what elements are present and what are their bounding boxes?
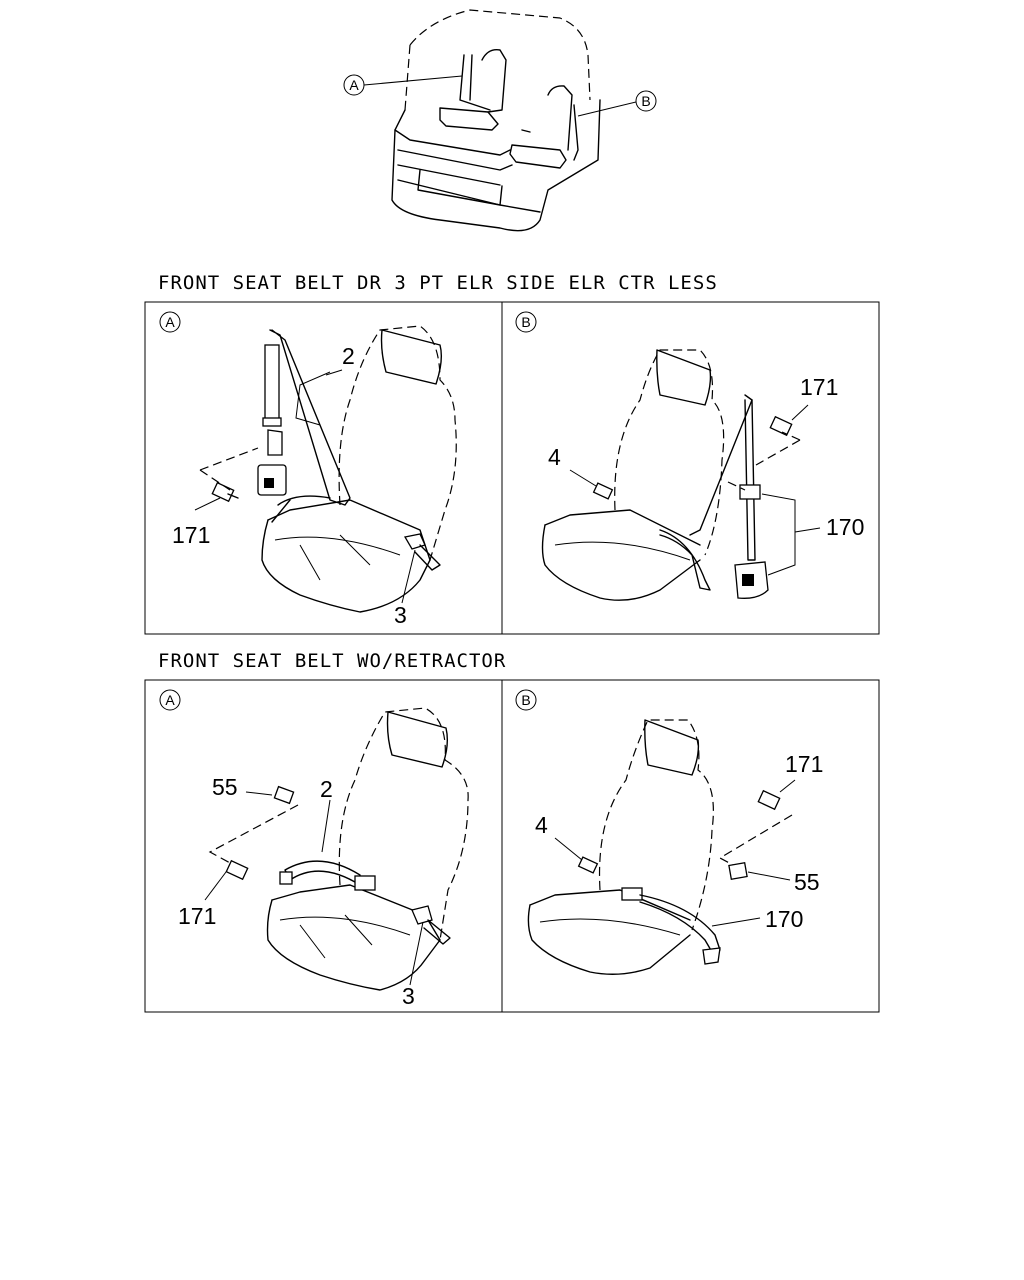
- label-part-170: 170: [826, 514, 864, 540]
- overview-callout-b: B: [641, 93, 650, 109]
- section1-panel-a: A 2 3 171: [159, 311, 457, 628]
- label-part-55: 55: [794, 869, 820, 895]
- section1-heading: FRONT SEAT BELT DR 3 PT ELR SIDE ELR CTR…: [158, 272, 718, 294]
- label-part-4: 4: [548, 444, 561, 470]
- panel-tag: B: [521, 314, 530, 330]
- section1-panel-b: B 4 171 170: [515, 311, 864, 601]
- label-part-2: 2: [320, 776, 333, 802]
- section2-panel-a: A 55 2 171 3: [159, 689, 469, 1009]
- label-part-171: 171: [172, 522, 210, 548]
- label-part-171: 171: [800, 374, 838, 400]
- cab-overview: A B: [343, 9, 657, 232]
- label-part-171: 171: [785, 751, 823, 777]
- label-part-3: 3: [394, 602, 407, 628]
- label-part-2: 2: [342, 343, 355, 369]
- section1-frame: [144, 301, 880, 635]
- overview-callout-a: A: [349, 77, 359, 93]
- section2-heading: FRONT SEAT BELT WO/RETRACTOR: [158, 650, 506, 672]
- label-part-4: 4: [535, 812, 548, 838]
- section2-panel-b: B 4 171 55 170: [515, 689, 823, 975]
- label-part-171: 171: [178, 903, 216, 929]
- panel-tag: B: [521, 692, 530, 708]
- section2-frame: [144, 679, 880, 1013]
- panel-tag: A: [165, 692, 175, 708]
- label-part-170: 170: [765, 906, 803, 932]
- label-part-55: 55: [212, 774, 238, 800]
- panel-tag: A: [165, 314, 175, 330]
- label-part-3: 3: [402, 983, 415, 1009]
